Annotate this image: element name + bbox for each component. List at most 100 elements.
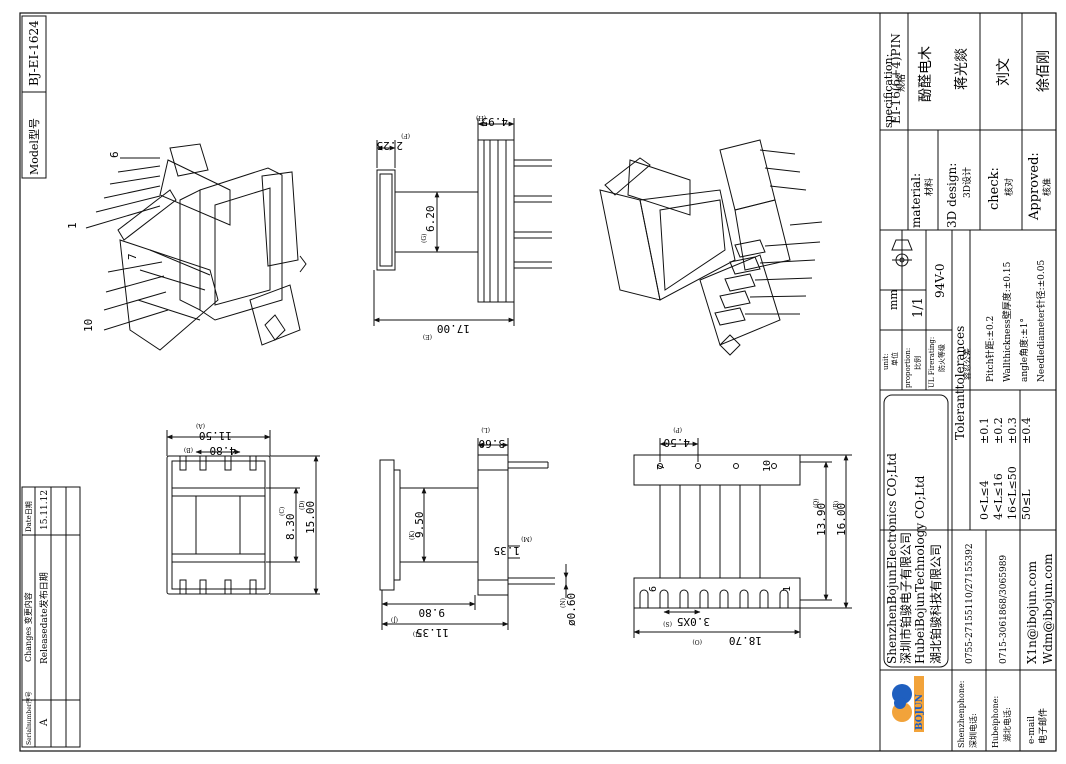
material-cn: 材料 (923, 178, 935, 196)
proportion-label: proportion: (904, 348, 912, 388)
dim-right-d2: 13.90 (815, 503, 828, 536)
tol-range-2: 4<L≤16 (992, 473, 1005, 520)
logo-text: BOJUN (915, 694, 925, 730)
dim-side-t3: (G) (421, 234, 428, 243)
bottom-view-right (633, 438, 852, 638)
pin-label-6: 6 (648, 586, 659, 592)
company-cn-1: 深圳市铂骏电子有限公司 (898, 532, 913, 664)
design-cn: 3D设计 (961, 167, 973, 198)
dim-mid-t6: (N) (560, 598, 567, 608)
dim-right-d3: 16.00 (835, 503, 848, 536)
spec-label: specification: (882, 54, 895, 128)
iso-pin-label-6: 6 (108, 151, 121, 158)
unit-label: unit: (882, 354, 890, 370)
isometric-view-left (85, 143, 307, 351)
spec-value-display: EI-16(6+4)PIN (889, 33, 903, 124)
sz-phone: 0755-27155110/27155392 (965, 543, 975, 664)
email-1[interactable]: X1n@ibojun.com (1025, 560, 1039, 664)
dim-mid-t3: (M) (521, 535, 532, 542)
dim-side-d3: 6.20 (424, 206, 437, 233)
sz-phone-label: Shenzhenphone: (957, 681, 966, 748)
model-code: BJ-EI-1624 (27, 20, 41, 86)
dim-mid-d6: ø0.60 (565, 593, 578, 626)
dim-right-t4: (S) (663, 620, 672, 627)
dim-right-t5: (O) (692, 638, 702, 645)
tol-value-4: ±0.4 (1020, 417, 1033, 444)
changes-row-date: 15.11.12 (40, 490, 50, 530)
dim-left-t1: (A) (196, 422, 205, 429)
dim-side-d1: 2.25 (377, 139, 404, 152)
title-block-text: specification: 规格 EI-16(6+4)PIN EI-16(6+… (882, 46, 1055, 748)
company-en-1: ShenzhenBojunElectronics CO;Ltd (885, 453, 899, 664)
changes-header-date: Date日期 (25, 501, 33, 532)
dim-right-d5: 18.70 (729, 634, 762, 647)
tol-value-2: ±0.2 (992, 417, 1005, 444)
dim-left-t3: (C) (279, 507, 286, 516)
sz-phone-cn: 深圳电话: (968, 713, 978, 748)
dim-left-d1: 11.50 (199, 429, 232, 442)
changes-row-serial: A (39, 718, 50, 727)
check-value: 刘文 (996, 58, 1012, 86)
check-label: check: (987, 167, 1002, 210)
dim-mid-d5: 11.35 (416, 626, 449, 639)
company-cn-2: 湖北铂骏科技有限公司 (928, 544, 943, 664)
approved-cn: 核准 (1041, 178, 1053, 196)
iso-pin-label-1: 1 (66, 222, 79, 229)
dim-mid-d4: 9.80 (419, 606, 446, 619)
fire-value: 94V-0 (933, 263, 947, 298)
changes-table: Serialnumber序号 Changes 变更内容 Date日期 A Rel… (21, 486, 81, 748)
check-cn: 核对 (1003, 178, 1015, 196)
fire-label: UL Firerating: (928, 337, 936, 388)
dim-right-t3: (R) (833, 501, 840, 510)
model-box: Model型号 BJ-EI-1624 (21, 15, 47, 179)
dim-left-d2: 4.80 (210, 444, 237, 457)
dim-left-d3: 8.30 (284, 514, 297, 541)
changes-header-changes: Changes 变更内容 (23, 592, 33, 662)
tol-value-1: ±0.1 (978, 417, 991, 444)
tol-range-1: 0<L≤4 (978, 480, 991, 520)
proportion-value: 1/1 (911, 297, 926, 318)
dim-right-d4: 3.0X5 (677, 615, 710, 628)
email-2[interactable]: Wdm@ibojun.com (1041, 553, 1055, 664)
company-en-2: HubeiBojunTechnology CO;Ltd (913, 475, 927, 664)
dim-mid-d1: 3.60 (479, 437, 506, 450)
design-value: 蒋光燚 (954, 48, 970, 90)
pin-label-7: 7 (656, 464, 667, 470)
changes-row-change: Releasedate发布日期 (38, 572, 50, 664)
dim-right-t1: (P) (673, 426, 682, 433)
hb-phone-label: Hubeiphone: (991, 696, 1000, 748)
spec-cn: 规格 (895, 74, 907, 92)
tolerance-note-3: angle角度:±1° (1018, 318, 1030, 382)
dim-mid-t5: (I) (413, 630, 420, 637)
material-label: material: (909, 173, 923, 228)
dim-mid-d2: 9.50 (413, 512, 426, 539)
tolerance-note-2: Wallthickness壁厚度:±0.15 (1001, 261, 1013, 382)
tol-range-3: 16<L≤50 (1006, 466, 1019, 520)
dim-mid-d3: 1.35 (494, 544, 521, 557)
bojun-logo: BOJUN (886, 672, 926, 734)
tolerance-note-1: Pitch针距:±0.2 (984, 316, 996, 382)
dim-mid-t1: (L) (481, 426, 490, 433)
model-label: Model型号 (27, 118, 41, 175)
dim-left-t4: (D) (299, 501, 306, 511)
email-label: e-mail (1027, 716, 1037, 744)
fire-cn: 防火等级 (937, 344, 946, 372)
iso-pin-label-10: 10 (82, 319, 95, 332)
pin-label-10: 10 (762, 460, 773, 472)
proportion-cn: 比例 (913, 356, 922, 370)
hb-phone: 0715-3061868/3065989 (999, 555, 1009, 664)
dim-mid-t4: (J) (391, 616, 398, 623)
dim-right-t2: (Q) (813, 498, 820, 508)
title-block (879, 12, 1057, 752)
side-view-middle (379, 438, 569, 630)
isometric-view-right (599, 139, 823, 356)
side-view-top (373, 118, 552, 326)
unit-cn: 单位 (890, 352, 899, 366)
tol-range-4: 50≤L (1020, 489, 1033, 520)
dim-side-d4: 17.00 (437, 322, 470, 335)
approved-label: Approved: (1027, 152, 1042, 221)
email-cn: 电子邮件 (1037, 708, 1049, 744)
hb-phone-cn: 湖北电话: (1002, 707, 1012, 742)
